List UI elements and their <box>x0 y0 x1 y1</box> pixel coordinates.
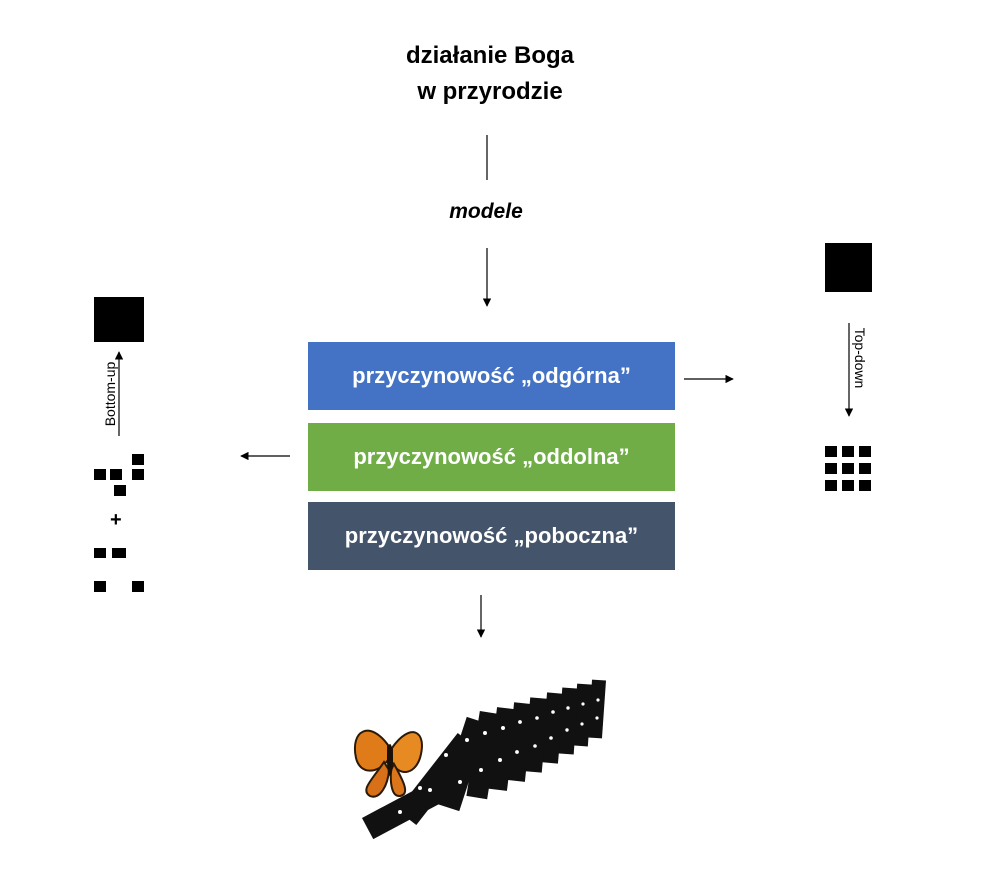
models-label: modele <box>449 200 523 223</box>
side-causality-box: przyczynowość „poboczna” <box>308 502 675 570</box>
parts-cluster-left <box>94 454 144 496</box>
whole-square-right <box>825 243 872 292</box>
parts-grid-right <box>825 446 871 491</box>
title-line-1: działanie Boga <box>405 42 575 69</box>
dominoes-illustration <box>353 679 607 840</box>
domino-row <box>361 679 607 840</box>
whole-square-left <box>94 297 144 342</box>
bottom-up-causality-box: przyczynowość „oddolna” <box>308 423 675 491</box>
side-causality-label: przyczynowość „poboczna” <box>344 523 639 548</box>
plus-sign: + <box>110 509 122 531</box>
domino-pips <box>398 698 600 814</box>
diagram-title: działanie Boga w przyrodzie <box>340 38 640 110</box>
top-down-causality-label: przyczynowość „odgórna” <box>352 363 631 388</box>
parts-pair-left <box>94 548 126 558</box>
parts-separated-left <box>94 581 144 592</box>
butterfly-icon <box>353 729 423 798</box>
bottom-up-causality-label: przyczynowość „oddolna” <box>353 444 630 469</box>
title-line-2: w przyrodzie <box>417 78 563 105</box>
top-down-causality-box: przyczynowość „odgórna” <box>308 342 675 410</box>
